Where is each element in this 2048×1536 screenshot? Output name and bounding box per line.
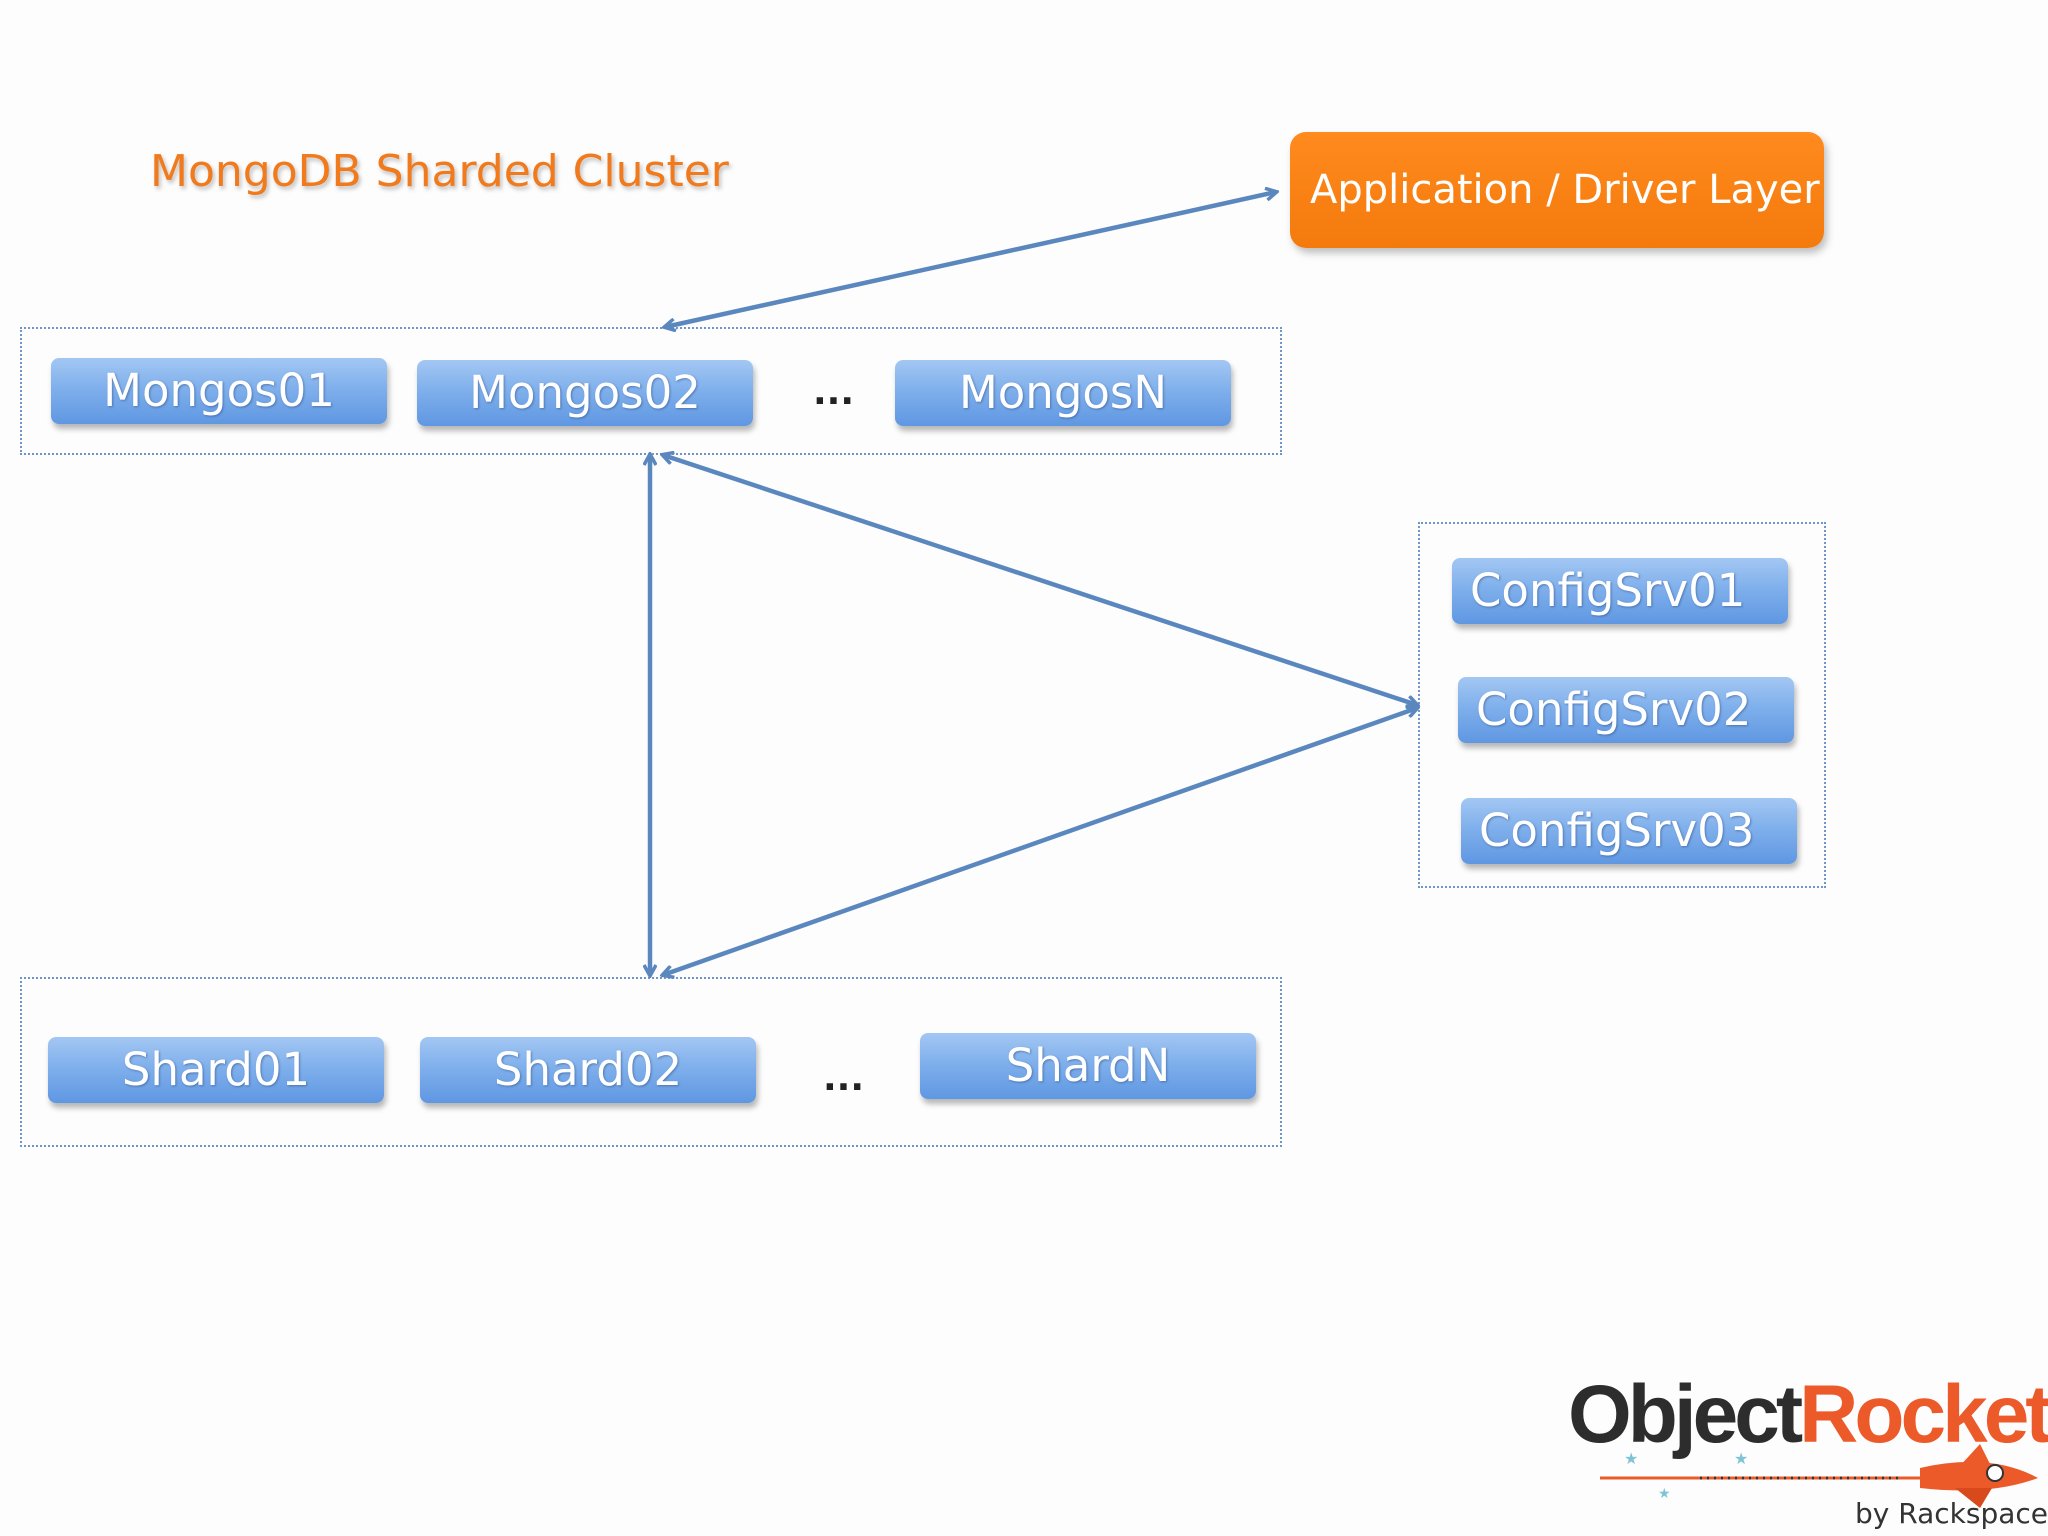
shard-node: ShardN [920, 1033, 1256, 1099]
mongos-node: Mongos01 [51, 358, 387, 424]
config-server-node: ConfigSrv03 [1461, 798, 1797, 864]
app-mongos-arrow [665, 192, 1276, 327]
svg-text:★: ★ [1734, 1449, 1748, 1468]
application-driver-layer-label: Application / Driver Layer [1310, 167, 1820, 213]
mongos-node: Mongos02 [417, 360, 753, 426]
shard-group [20, 977, 1282, 1147]
config-server-node: ConfigSrv02 [1458, 677, 1794, 743]
rocket-logo-icon: ★ ★ ★ [1600, 1444, 2038, 1508]
shard-node: Shard01 [48, 1037, 384, 1103]
mongos-ellipsis: ... [813, 372, 855, 413]
svg-text:★: ★ [1658, 1486, 1671, 1502]
svg-text:★: ★ [1624, 1449, 1638, 1468]
application-driver-layer-box: Application / Driver Layer [1290, 132, 1824, 248]
diagram-title: MongoDB Sharded Cluster [150, 146, 729, 197]
logo-object-text: Object [1568, 1369, 1803, 1460]
logo-rocket-text: Rocket [1799, 1369, 2048, 1460]
logo-byline: by Rackspace [1855, 1497, 2048, 1530]
mongos-config-arrow [663, 455, 1417, 705]
objectrocket-logo: ObjectRocket [1568, 1368, 2048, 1462]
shard-node: Shard02 [420, 1037, 756, 1103]
config-server-node: ConfigSrv01 [1452, 558, 1788, 624]
shard-ellipsis: ... [823, 1058, 865, 1099]
config-shard-arrow [663, 708, 1417, 975]
mongos-node: MongosN [895, 360, 1231, 426]
